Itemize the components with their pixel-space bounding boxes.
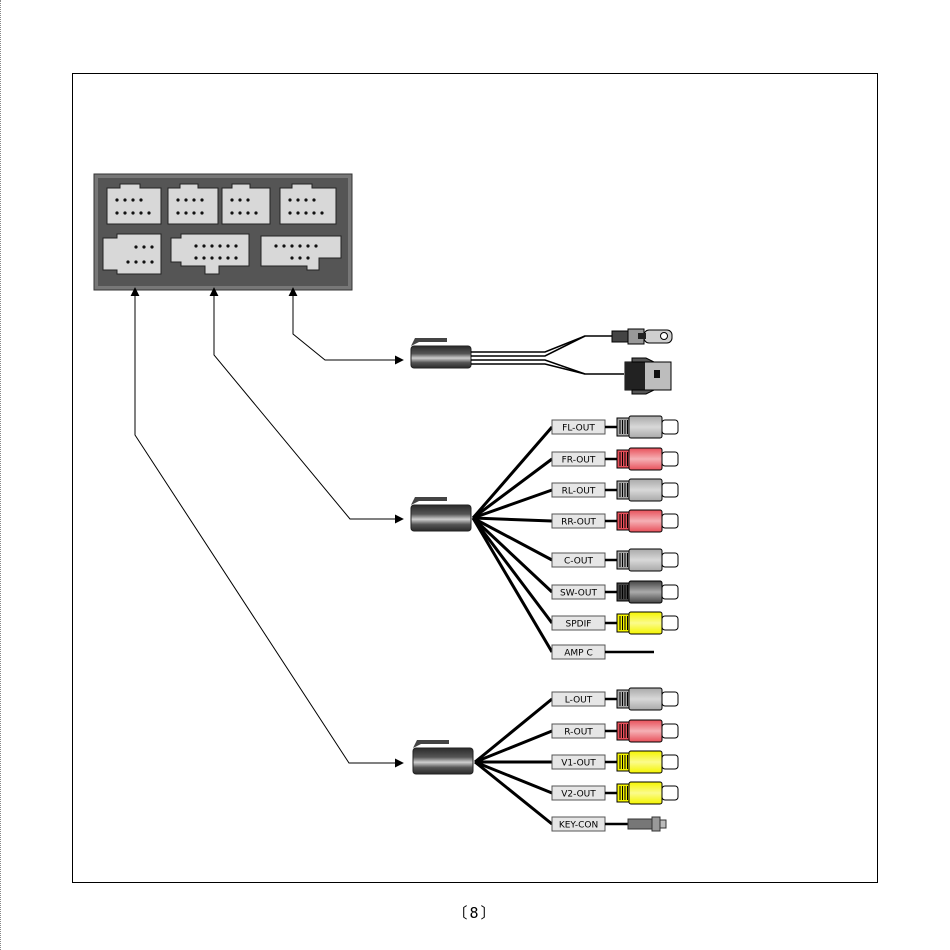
harness-plug-antenna <box>411 338 471 368</box>
rca-plug-icon <box>605 751 678 773</box>
socket-top-4 <box>280 184 336 224</box>
harness-plug-audio <box>411 497 471 531</box>
rca-plug-icon <box>605 612 678 634</box>
key-connector-icon <box>605 817 666 831</box>
cable-label: V1-OUT <box>552 755 605 769</box>
socket-top-2 <box>168 184 218 224</box>
cable-label-text: AMP C <box>564 649 593 659</box>
cable-label-text: C-OUT <box>564 557 593 567</box>
cable-label-text: R-OUT <box>564 728 593 738</box>
page-number: 〔8〕 <box>0 902 950 923</box>
cable-label: SPDIF <box>552 616 605 630</box>
harness-antenna <box>411 329 672 394</box>
cable-label-text: RR-OUT <box>561 518 596 528</box>
socket-bottom-1 <box>103 234 161 274</box>
cable-label: RR-OUT <box>552 514 605 528</box>
cable-label: SW-OUT <box>552 585 605 599</box>
cable-label-text: SPDIF <box>566 620 592 630</box>
square-connector-icon <box>625 358 671 394</box>
cable-label: FL-OUT <box>552 420 605 434</box>
cable-label-text: SW-OUT <box>560 589 597 599</box>
socket-top-3 <box>222 184 270 224</box>
rca-plug-icon <box>605 782 678 804</box>
cable-label-text: V1-OUT <box>561 759 596 769</box>
arrow-audio <box>214 288 403 519</box>
cable-label-text: V2-OUT <box>561 790 596 800</box>
rca-plug-icon <box>605 581 678 603</box>
harness-plug-av <box>413 740 473 774</box>
cable-rr-out: RR-OUT <box>473 510 678 532</box>
cable-label: KEY-CON <box>552 817 605 831</box>
rca-plug-icon <box>605 720 678 742</box>
cable-label: RL-OUT <box>552 483 605 497</box>
cable-label: L-OUT <box>552 692 605 706</box>
rca-plug-icon <box>605 688 678 710</box>
cable-label: V2-OUT <box>552 786 605 800</box>
cables-av: L-OUT R-OUT V1-OUT V2-OUT KEY-CON <box>475 688 678 831</box>
connection-arrows <box>135 288 403 763</box>
cable-label: R-OUT <box>552 724 605 738</box>
rca-plug-icon <box>605 416 678 438</box>
rca-plug-icon <box>605 479 678 501</box>
cable-label-text: KEY-CON <box>559 821 598 831</box>
head-unit-connector-block <box>94 174 352 290</box>
cable-label-text: FR-OUT <box>562 456 596 466</box>
rca-plug-icon <box>605 448 678 470</box>
rca-plug-icon <box>605 549 678 571</box>
cable-label-text: RL-OUT <box>562 487 596 497</box>
cable-label: AMP C <box>552 645 605 659</box>
rca-plug-icon <box>605 510 678 532</box>
cable-v1-out: V1-OUT <box>475 751 678 773</box>
cable-label: FR-OUT <box>552 452 605 466</box>
arrow-antenna <box>293 288 403 360</box>
cable-label: C-OUT <box>552 553 605 567</box>
round-plug-icon <box>612 329 672 344</box>
cable-label-text: FL-OUT <box>562 424 595 434</box>
arrow-av <box>135 288 403 763</box>
cable-label-text: L-OUT <box>565 696 593 706</box>
socket-top-1 <box>107 184 161 224</box>
cables-audio: FL-OUT FR-OUT RL-OUT RR-OUT C-OUT SW-OUT SPDIF… <box>473 416 678 659</box>
